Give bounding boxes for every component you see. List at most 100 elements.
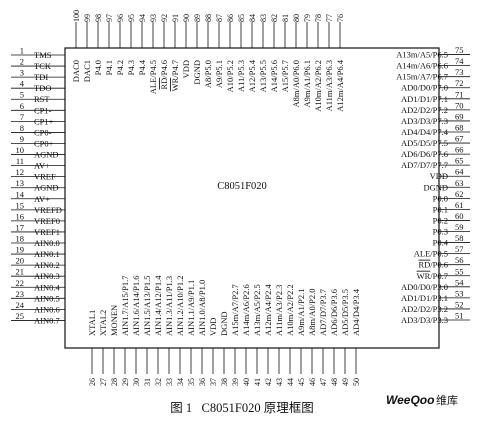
watermark-suffix: 维库 xyxy=(436,394,458,407)
pin-label-right: RD/P0.6 xyxy=(418,260,448,270)
watermark: WeeQoo 维库 xyxy=(386,393,458,407)
pin-number-left: 23 xyxy=(16,289,25,299)
pin-number-right: 60 xyxy=(455,211,464,221)
pin-label-right: AD2/D2/P3.2 xyxy=(401,304,448,314)
pin-label-right: A13m/A5/P6.5 xyxy=(396,50,448,60)
pin-number-left: 7 xyxy=(20,112,24,122)
pin-label-bottom: DGND xyxy=(219,311,229,336)
pin-number-top: 84 xyxy=(248,14,257,22)
pin-label-left: CP1+ xyxy=(34,116,54,126)
pin-number-top: 77 xyxy=(325,14,334,22)
pin-label-bottom: A8m/A0/P2.0 xyxy=(307,289,317,336)
pin-number-left: 18 xyxy=(16,234,25,244)
pin-number-top: 76 xyxy=(336,14,345,22)
pin-label-right: AD3/D3/P3.3 xyxy=(401,315,448,325)
pin-number-right: 59 xyxy=(455,222,464,232)
pin-label-bottom: VDD xyxy=(208,318,218,336)
pin-number-right: 65 xyxy=(455,156,464,166)
pin-number-top: 85 xyxy=(237,14,246,22)
pin-number-right: 68 xyxy=(455,122,464,132)
pin-number-top: 90 xyxy=(182,14,191,22)
pin-label-left: CP1- xyxy=(34,105,52,115)
pin-label-top: A9/P5.1 xyxy=(214,60,224,88)
pin-label-top: A10m/A2/P6.2 xyxy=(313,60,323,112)
pin-number-bottom: 40 xyxy=(242,378,251,386)
pin-number-right: 57 xyxy=(455,244,464,254)
pin-number-right: 63 xyxy=(455,178,464,188)
pin-label-bottom: AIN1.1/A9/P1.1 xyxy=(186,280,196,336)
pin-number-bottom: 34 xyxy=(176,378,185,386)
pin-number-left: 22 xyxy=(16,278,25,288)
pin-label-top: A13/P5.5 xyxy=(258,60,268,92)
pin-label-top: P4.4 xyxy=(137,59,147,75)
pin-number-top: 98 xyxy=(94,14,103,22)
pin-label-right: A15m/A7/P6.7 xyxy=(396,72,448,82)
pin-number-bottom: 31 xyxy=(143,378,152,386)
pin-number-top: 92 xyxy=(160,14,169,22)
pin-number-top: 97 xyxy=(105,14,114,22)
pin-label-top: A9m/A1/P6.1 xyxy=(302,60,312,107)
pin-number-right: 70 xyxy=(455,100,464,110)
pin-label-bottom: A9m/A1/P2.1 xyxy=(296,289,306,336)
pin-label-right: P0.4 xyxy=(433,238,449,248)
pin-label-left: AIN0.2 xyxy=(34,260,60,270)
pin-number-top: 88 xyxy=(204,14,213,22)
pin-number-left: 6 xyxy=(20,101,24,111)
pin-number-bottom: 33 xyxy=(165,378,174,386)
pin-number-left: 16 xyxy=(16,211,25,221)
pin-number-bottom: 32 xyxy=(154,378,163,386)
pin-label-left: RST xyxy=(34,94,50,104)
pin-label-left: CP0- xyxy=(34,127,52,137)
pin-number-bottom: 39 xyxy=(231,378,240,386)
pin-label-left: AIN0.5 xyxy=(34,293,60,303)
pin-label-bottom: A13m/A5/P2.5 xyxy=(252,284,262,336)
pin-number-right: 58 xyxy=(455,233,464,243)
pin-label-top: DAC1 xyxy=(82,60,92,82)
pin-label-right: P0.3 xyxy=(433,227,448,237)
pin-number-left: 24 xyxy=(16,300,25,310)
pin-label-right: AD1/D1/P3.1 xyxy=(401,293,448,303)
pin-label-bottom: A14m/A6/P2.6 xyxy=(241,284,251,336)
pin-number-bottom: 38 xyxy=(220,378,229,386)
pin-number-top: 95 xyxy=(127,14,136,22)
pin-label-right: AD0/D0/P3.0 xyxy=(401,282,448,292)
pin-label-left: AIN0.7 xyxy=(34,315,60,325)
pin-number-left: 8 xyxy=(20,123,24,133)
pin-label-bottom: MONEN xyxy=(109,305,119,336)
pin-number-bottom: 49 xyxy=(341,378,350,386)
pin-label-right: AD4/D4/P7.4 xyxy=(401,127,449,137)
pin-number-bottom: 50 xyxy=(352,378,361,386)
pin-label-left: TDI xyxy=(34,72,48,82)
pin-label-top: A14/P5.6 xyxy=(269,60,279,92)
pin-number-bottom: 37 xyxy=(209,378,218,386)
pin-number-top: 81 xyxy=(281,14,290,22)
pin-label-top: A11/P5.3 xyxy=(236,60,246,92)
pin-label-right: AD7/D7/P7.7 xyxy=(401,160,448,170)
pin-number-left: 25 xyxy=(16,311,25,321)
pin-number-left: 4 xyxy=(20,79,25,89)
pin-label-left: AIN0.3 xyxy=(34,271,60,281)
pin-label-right: AD1/D1/P7.1 xyxy=(401,94,448,104)
pin-label-left: AIN0.1 xyxy=(34,249,60,259)
pin-number-top: 93 xyxy=(149,14,158,22)
pin-number-right: 62 xyxy=(455,189,464,199)
pin-label-bottom: AD5/D5/P3.5 xyxy=(340,289,350,336)
pin-number-bottom: 42 xyxy=(264,378,273,386)
pin-label-right: VDD xyxy=(430,171,448,181)
pin-label-right: P0.2 xyxy=(433,215,448,225)
pin-number-bottom: 45 xyxy=(297,378,306,386)
pin-number-right: 52 xyxy=(455,299,464,309)
pin-label-right: AD0/D0/P7.0 xyxy=(401,83,448,93)
pin-number-right: 73 xyxy=(455,67,464,77)
watermark-brand: WeeQoo xyxy=(386,393,434,407)
pin-label-top: A10/P5.2 xyxy=(225,60,235,92)
pin-number-bottom: 43 xyxy=(275,378,284,386)
pin-number-right: 51 xyxy=(455,311,464,321)
pin-label-right: AD2/D2/P7.2 xyxy=(401,105,448,115)
pin-number-left: 17 xyxy=(16,222,25,232)
pin-number-right: 66 xyxy=(455,145,464,155)
pin-label-right: P0.1 xyxy=(433,204,448,214)
chip-name: C8051F020 xyxy=(217,181,267,192)
pin-number-top: 91 xyxy=(171,14,180,22)
